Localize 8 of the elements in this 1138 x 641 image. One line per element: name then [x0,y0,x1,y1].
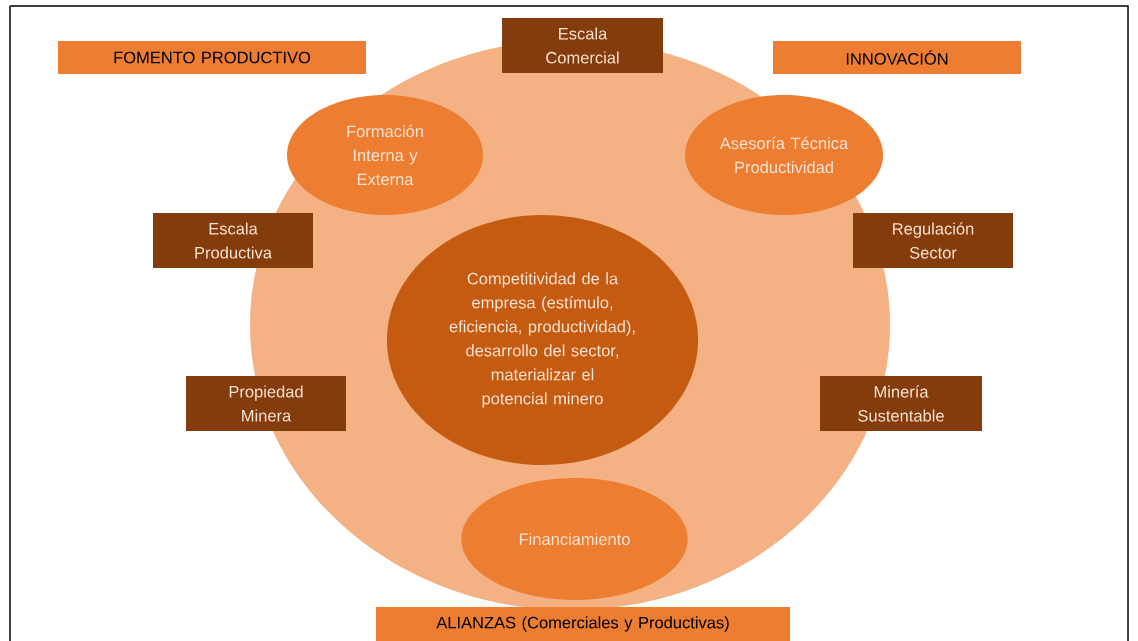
title-bar: INNOVACIÓN [773,41,1021,74]
label-box: Regulación Sector [853,213,1013,268]
title-bar: FOMENTO PRODUCTIVO [58,41,366,74]
title-bar: ALIANZAS (Comerciales y Productivas) [376,607,790,641]
label-box: Escala Productiva [153,213,313,268]
label-box: Minería Sustentable [820,376,982,431]
label-box: Escala Comercial [502,18,663,73]
label-box: Propiedad Minera [186,376,346,431]
